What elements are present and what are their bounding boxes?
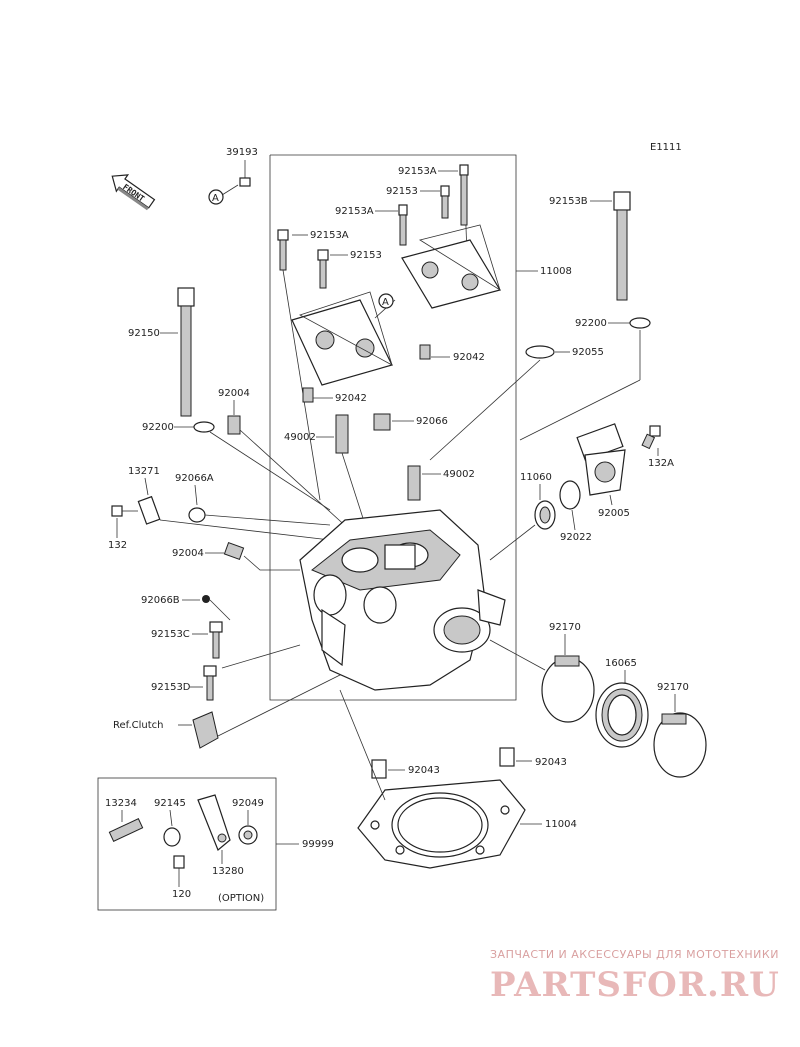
dowel-92042-1 xyxy=(419,344,431,360)
thermostat-housing-92005 xyxy=(576,423,626,496)
label-92153A-1: 92153A xyxy=(398,166,437,177)
dowel-92043-2 xyxy=(499,747,515,767)
label-92066: 92066 xyxy=(416,416,448,427)
spring-92066 xyxy=(373,413,391,431)
label-16065: 16065 xyxy=(605,658,637,669)
label-132A: 132A xyxy=(648,458,674,469)
bolt-92153A-1 xyxy=(459,164,469,176)
label-92145: 92145 xyxy=(154,798,186,809)
label-49002-1: 49002 xyxy=(284,432,316,443)
bolt-92153D xyxy=(203,665,217,677)
ref-a-label-2: A xyxy=(382,297,389,308)
diagram-code: E1111 xyxy=(650,142,682,153)
label-13271: 13271 xyxy=(128,466,160,477)
oring-92055 xyxy=(525,345,555,359)
label-92022: 92022 xyxy=(560,532,592,543)
label-92153A-2: 92153A xyxy=(335,206,374,217)
label-92066B: 92066B xyxy=(141,595,180,606)
label-92153-2: 92153 xyxy=(350,250,382,261)
bolt-92153-1 xyxy=(440,185,450,197)
bolt-92153B xyxy=(613,191,631,211)
lever-13280 xyxy=(197,794,231,851)
label-ref-clutch: Ref.Clutch xyxy=(113,720,163,731)
washer-92200-1 xyxy=(629,317,651,329)
oring-92066A xyxy=(188,507,206,523)
label-132: 132 xyxy=(108,540,127,551)
stud-92004-2 xyxy=(223,541,245,561)
label-11004: 11004 xyxy=(545,819,577,830)
watermark-tagline: ЗАПЧАСТИ И АКСЕССУАРЫ ДЛЯ МОТОТЕХНИКИ xyxy=(490,948,779,961)
cylinder-head xyxy=(299,509,506,691)
label-92170-2: 92170 xyxy=(657,682,689,693)
label-92153B: 92153B xyxy=(549,196,588,207)
label-92042-2: 92042 xyxy=(335,393,367,404)
bolt-92153C xyxy=(209,621,223,633)
label-13280: 13280 xyxy=(212,866,244,877)
front-arrow-icon: FRONT xyxy=(111,174,156,211)
watermark-logo: PARTSFOR.RU xyxy=(490,965,780,1005)
label-92049: 92049 xyxy=(232,798,264,809)
bolt-120 xyxy=(173,855,185,869)
bolt-92153A-3 xyxy=(277,229,289,241)
label-92005: 92005 xyxy=(598,508,630,519)
bolt-39193 xyxy=(239,177,251,187)
label-11060: 11060 xyxy=(520,472,552,483)
spring-92145 xyxy=(163,827,181,847)
label-13234: 13234 xyxy=(105,798,137,809)
label-92153A-3: 92153A xyxy=(310,230,349,241)
label-92153D: 92153D xyxy=(151,682,191,693)
clutch-cover-part xyxy=(192,711,219,749)
dowel-92043-1 xyxy=(371,759,387,779)
label-92004-2: 92004 xyxy=(172,548,204,559)
label-11008: 11008 xyxy=(540,266,572,277)
label-92200-2: 92200 xyxy=(142,422,174,433)
label-92200-1: 92200 xyxy=(575,318,607,329)
intake-holder-16065 xyxy=(595,682,649,748)
label-92055: 92055 xyxy=(572,347,604,358)
label-120: 120 xyxy=(172,889,191,900)
label-92042-1: 92042 xyxy=(453,352,485,363)
label-99999: 99999 xyxy=(302,839,334,850)
label-92066A: 92066A xyxy=(175,473,214,484)
label-39193: 39193 xyxy=(226,147,258,158)
label-92043-2: 92043 xyxy=(535,757,567,768)
label-option: (OPTION) xyxy=(218,893,264,904)
label-92150: 92150 xyxy=(128,328,160,339)
bolt-92153A-2 xyxy=(398,204,408,216)
label-92153-1: 92153 xyxy=(386,186,418,197)
plug-92066B xyxy=(202,595,210,603)
ref-a-label-1: A xyxy=(212,193,219,204)
cam-cap-left xyxy=(291,291,393,386)
main-frame xyxy=(269,154,517,701)
valve-49002-1 xyxy=(335,414,349,454)
clamp-92170-1 xyxy=(541,657,595,723)
label-92004-1: 92004 xyxy=(218,388,250,399)
ref-a-circle xyxy=(208,189,224,205)
label-92170-1: 92170 xyxy=(549,622,581,633)
stud-92004-1 xyxy=(227,415,241,435)
label-49002-2: 49002 xyxy=(443,469,475,480)
valve-49002-2 xyxy=(407,465,421,501)
bolt-132 xyxy=(111,505,123,517)
dowel-92042-2 xyxy=(302,387,314,403)
ref-a-circle-2 xyxy=(378,293,394,309)
ring-92022 xyxy=(559,480,581,510)
clamp-92170-2 xyxy=(653,712,707,778)
label-92153C: 92153C xyxy=(151,629,190,640)
bolt-92153-2 xyxy=(317,249,329,261)
bolt-132A xyxy=(649,425,661,437)
cam-cap-right xyxy=(401,224,501,309)
washer-92200-2 xyxy=(193,421,215,433)
head-gasket-11004 xyxy=(357,779,526,869)
label-92043-1: 92043 xyxy=(408,765,440,776)
bracket-13271 xyxy=(137,495,161,525)
bolt-92150 xyxy=(177,287,195,307)
shaft-13234 xyxy=(108,818,144,842)
